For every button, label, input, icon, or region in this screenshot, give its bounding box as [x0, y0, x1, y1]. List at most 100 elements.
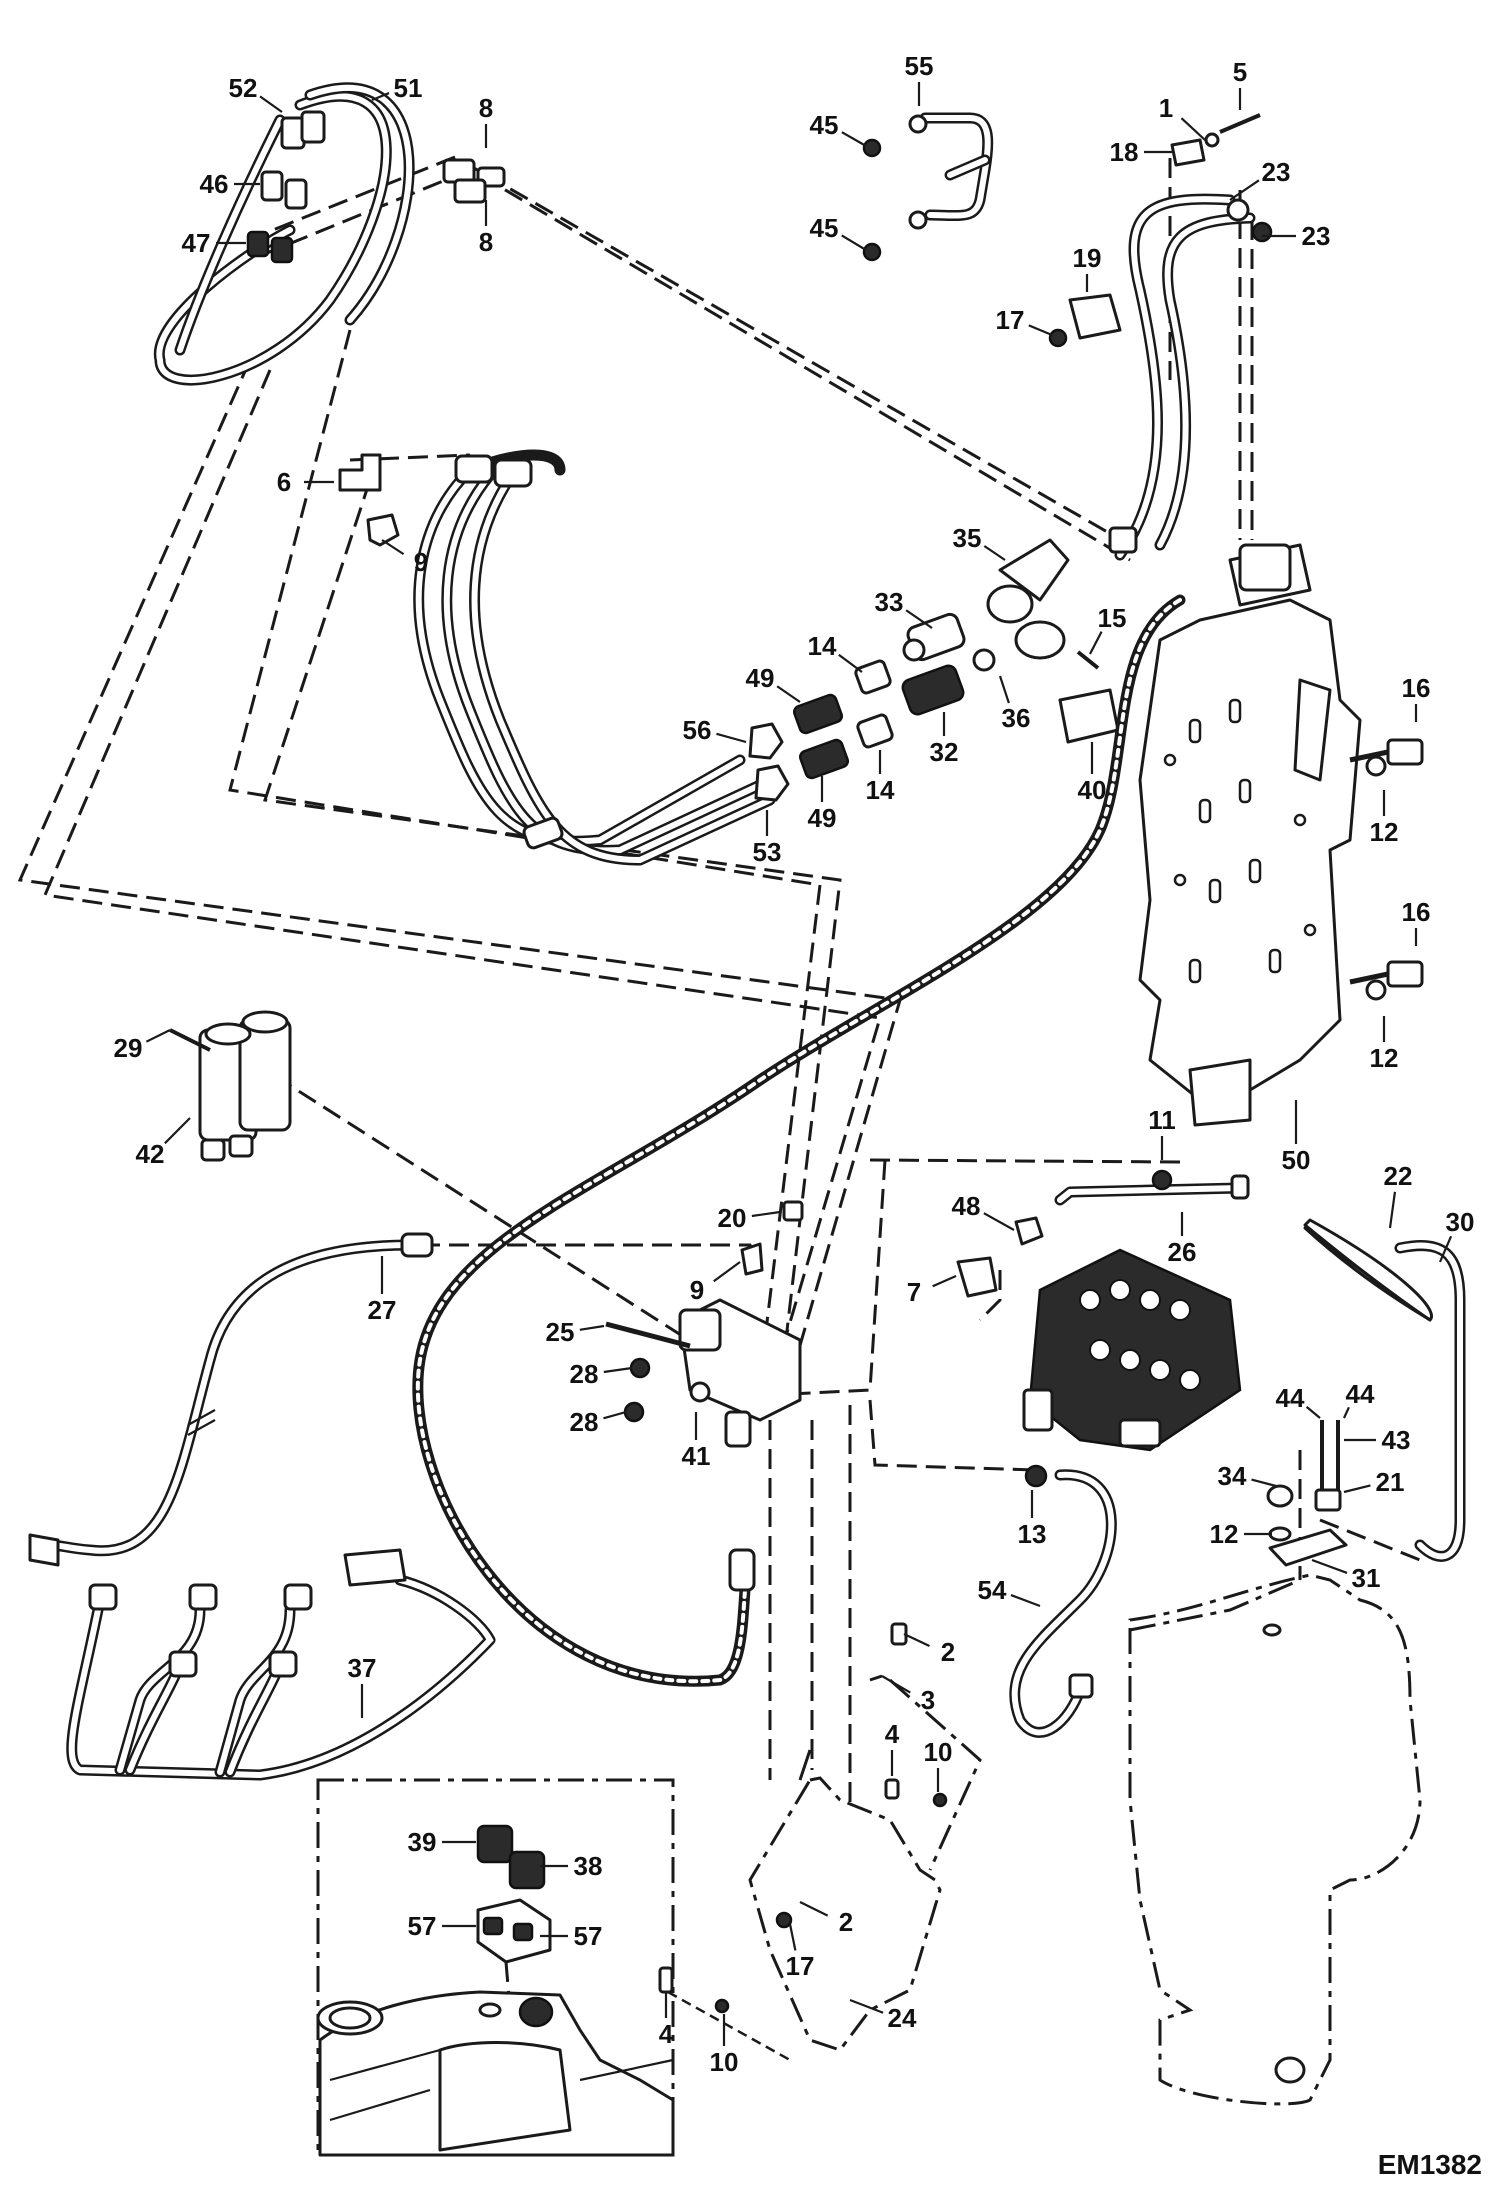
callout-31: 31: [1311, 1558, 1380, 1593]
callout-number: 21: [1376, 1467, 1405, 1497]
plug-36: [972, 620, 1066, 672]
callout-number: 16: [1402, 897, 1431, 927]
callout-number: 27: [368, 1295, 397, 1325]
callout-28: 28: [570, 1407, 627, 1437]
callout-number: 15: [1098, 603, 1127, 633]
callout-leader: [1305, 1406, 1321, 1419]
callout-number: 32: [930, 737, 959, 767]
long-harness-cable: [412, 594, 1186, 1687]
callout-number: 50: [1282, 1145, 1311, 1175]
callout-number: 7: [907, 1277, 921, 1307]
hose-54: [1009, 1464, 1117, 1738]
callout-leader: [788, 1923, 797, 1951]
callout-40: 40: [1078, 742, 1106, 805]
callout-number: 18: [1110, 137, 1139, 167]
callout-leader: [579, 1324, 605, 1331]
callout-number: 44: [1346, 1379, 1375, 1409]
callout-number: 20: [718, 1203, 747, 1233]
callout-leader: [799, 1901, 829, 1917]
callout-48: 48: [952, 1191, 1015, 1231]
callout-12: 12: [1370, 790, 1398, 847]
callout-leader: [381, 539, 405, 556]
callout-49: 49: [746, 663, 801, 703]
callout-leader: [1343, 1406, 1350, 1419]
callout-57: 57: [408, 1911, 476, 1941]
callout-number: 4: [885, 1719, 900, 1749]
callout-number: 35: [953, 523, 982, 553]
callout-16: 16: [1402, 673, 1431, 722]
callout-number: 25: [546, 1317, 575, 1347]
callout-number: 34: [1218, 1461, 1247, 1491]
callout-39: 39: [408, 1827, 476, 1857]
bracket-31: [1268, 1420, 1348, 1567]
callout-number: 16: [1402, 673, 1431, 703]
callout-leader: [838, 653, 863, 673]
callout-24: 24: [849, 1998, 917, 2033]
clamp-19-screw-17: [1048, 293, 1122, 348]
callout-10: 10: [710, 2014, 738, 2077]
tank-cutaway: [316, 1990, 675, 2157]
callout-number: 14: [808, 631, 837, 661]
elbow-9: [366, 513, 400, 547]
callout-25: 25: [546, 1317, 605, 1347]
callout-number: 43: [1382, 1425, 1411, 1455]
callout-50: 50: [1282, 1100, 1311, 1175]
callout-leader: [841, 234, 867, 251]
callout-leader: [371, 92, 390, 102]
callout-number: 57: [574, 1921, 603, 1951]
callout-12: 12: [1370, 1016, 1398, 1073]
fitting-48: [1014, 1216, 1044, 1246]
adapter-14-lower: [856, 713, 894, 749]
callout-55: 55: [905, 51, 933, 106]
callout-leader: [164, 1117, 191, 1145]
coupler-49-lower: [798, 738, 850, 780]
cap-35: [986, 538, 1070, 624]
callout-35: 35: [953, 523, 1006, 561]
routing-lines: [17, 153, 1421, 1810]
inset-detail-box: [316, 1778, 675, 2157]
rod-30: [1394, 1240, 1466, 1562]
shield-plate-24: [748, 1622, 982, 2052]
bracket-57: [476, 1898, 552, 1964]
callout-leader: [259, 95, 283, 113]
callout-number: 12: [1210, 1519, 1239, 1549]
callout-13: 13: [1018, 1490, 1046, 1549]
bolt-5-washer-1-plate-18: [1170, 113, 1261, 167]
callout-28: 28: [570, 1359, 633, 1389]
coupler-49-upper: [792, 693, 844, 735]
callout-9: 9: [381, 539, 428, 577]
elbow-7: [956, 1256, 998, 1298]
callout-9: 9: [690, 1261, 741, 1305]
callout-4: 4: [659, 1992, 674, 2049]
callout-14: 14: [866, 750, 895, 805]
callout-leader: [849, 1998, 884, 2014]
adapter-14-upper: [854, 659, 892, 695]
callout-leader: [905, 609, 933, 629]
callout-23: 23: [1229, 157, 1290, 201]
solenoid-42: [198, 1010, 292, 1162]
callout-number: 28: [570, 1359, 599, 1389]
hose-23-right: [1108, 193, 1273, 561]
callout-leader: [998, 675, 1010, 704]
switch-38: [508, 1850, 546, 1890]
callout-number: 41: [682, 1441, 711, 1471]
figure-code: EM1382: [1378, 2149, 1482, 2180]
callout-3: 3: [881, 1675, 935, 1715]
callout-leader: [716, 732, 747, 744]
callout-2: 2: [799, 1901, 853, 1937]
fitting-20-9: [740, 1200, 804, 1276]
callout-14: 14: [808, 631, 863, 673]
callout-19: 19: [1073, 243, 1101, 292]
callout-number: 17: [786, 1951, 815, 1981]
callout-number: 53: [753, 837, 782, 867]
callout-4: 4: [885, 1719, 900, 1776]
nut-28: [623, 1357, 651, 1423]
callout-46: 46: [200, 169, 260, 199]
callout-57: 57: [540, 1921, 602, 1951]
callout-56: 56: [683, 715, 747, 745]
lower-housing: [1128, 1573, 1422, 2106]
callout-number: 9: [414, 547, 428, 577]
nut-56: [748, 722, 784, 760]
